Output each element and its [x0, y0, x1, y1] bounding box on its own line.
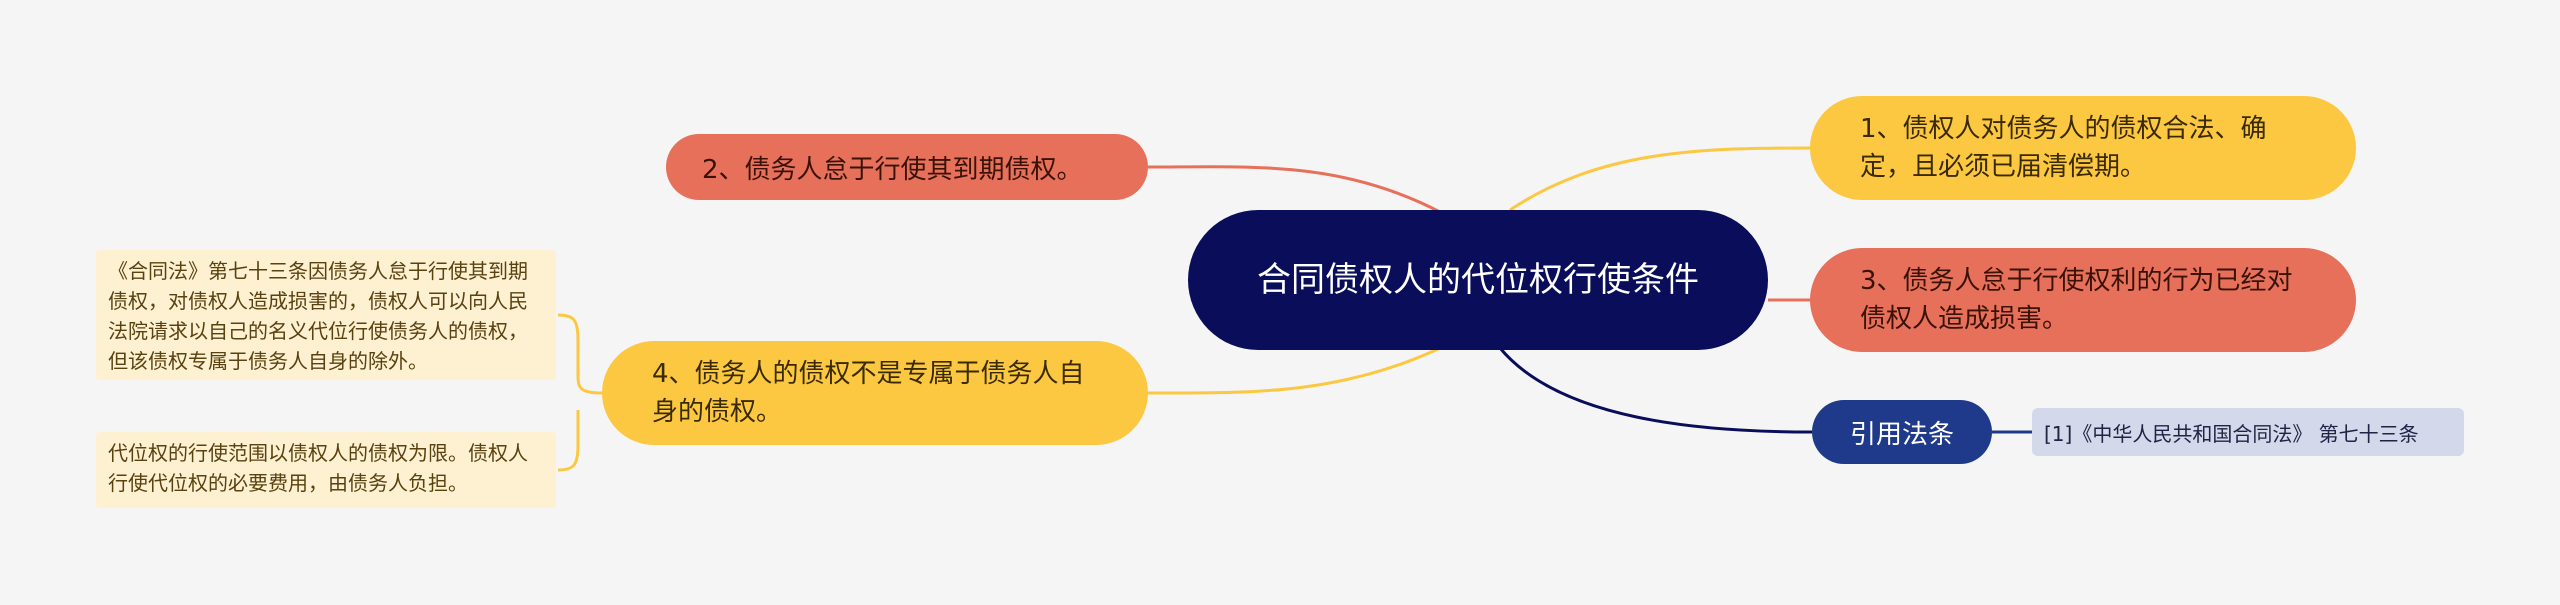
connector-central-to-node2: [1147, 165, 1441, 214]
connector-central-to-ref: [1498, 347, 1813, 434]
citation-leaf[interactable]: [1]《中华人民共和国合同法》 第七十三条: [2032, 408, 2464, 456]
note-leaf-2-text: 代位权的行使范围以债权人的债权为限。债权人行使代位权的必要费用，由债务人负担。: [108, 441, 528, 495]
branch-node-1-label: 1、债权人对债务人的债权合法、确定，且必须已届清偿期。: [1860, 114, 2267, 182]
branch-node-citation-label: 引用法条: [1849, 419, 1954, 450]
connector-central-to-node1: [1509, 146, 1811, 212]
connector-bracket-node4-leaves: [557, 313, 603, 472]
central-topic-label: 合同债权人的代位权行使条件: [1257, 260, 1699, 300]
branch-node-citation[interactable]: 引用法条: [1812, 400, 1992, 464]
citation-leaf-label: [1]《中华人民共和国合同法》 第七十三条: [2044, 421, 2419, 446]
branch-node-4-label: 4、债务人的债权不是专属于债务人自身的债权。: [652, 359, 1085, 427]
note-leaf-1-text: 《合同法》第七十三条因债务人怠于行使其到期债权，对债权人造成损害的，债权人可以向…: [108, 259, 528, 373]
note-leaf-2[interactable]: 代位权的行使范围以债权人的债权为限。债权人行使代位权的必要费用，由债务人负担。: [96, 432, 556, 508]
connector-central-to-node4: [1147, 346, 1441, 395]
branch-node-2-label: 2、债务人怠于行使其到期债权。: [702, 154, 1083, 185]
branch-node-3-label: 3、债务人怠于行使权利的行为已经对债权人造成损害。: [1860, 266, 2293, 334]
branch-node-3[interactable]: 3、债务人怠于行使权利的行为已经对债权人造成损害。: [1810, 248, 2356, 352]
branch-node-4[interactable]: 4、债务人的债权不是专属于债务人自身的债权。: [602, 341, 1148, 445]
branch-node-2[interactable]: 2、债务人怠于行使其到期债权。: [666, 134, 1148, 200]
central-topic[interactable]: 合同债权人的代位权行使条件: [1188, 210, 1768, 350]
branch-node-1[interactable]: 1、债权人对债务人的债权合法、确定，且必须已届清偿期。: [1810, 96, 2356, 200]
note-leaf-1[interactable]: 《合同法》第七十三条因债务人怠于行使其到期债权，对债权人造成损害的，债权人可以向…: [96, 250, 556, 380]
